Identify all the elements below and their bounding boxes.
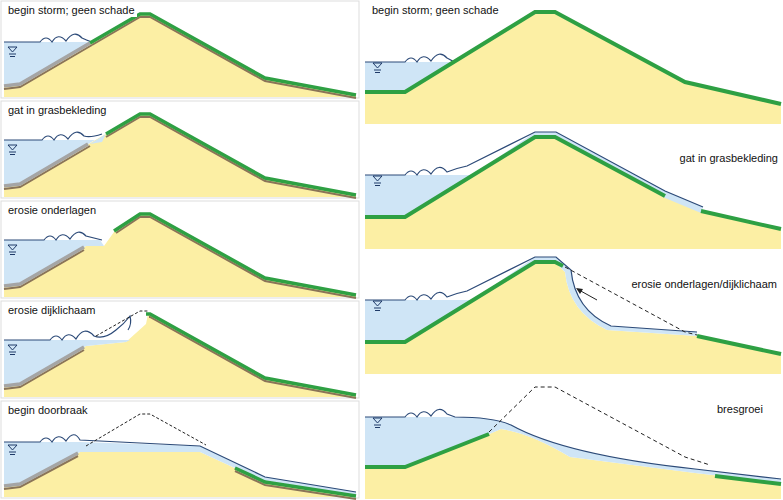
panel-label: begin storm; geen schade (6, 4, 137, 17)
dike-panel (1, 301, 359, 398)
panel-label: erosie onderlagen (6, 204, 98, 217)
dike-panel (1, 201, 359, 298)
panel-label: bresgroei (715, 403, 765, 416)
dike-panel (365, 12, 781, 124)
dike-panel (1, 101, 359, 198)
panel-label: erosie dijklichaam (6, 304, 97, 317)
dike-panel (365, 387, 781, 499)
dike-panel (365, 257, 781, 374)
panel-label: begin doorbraak (6, 404, 90, 417)
panel-label: erosie onderlagen/dijklichaam (629, 278, 779, 291)
dike-panel (1, 1, 359, 98)
dike-panel (1, 401, 359, 499)
panel-label: gat in grasbekleding (678, 152, 780, 165)
panel-label: gat in grasbekleding (6, 104, 108, 117)
dike-panel (365, 132, 781, 249)
panel-label: begin storm; geen schade (370, 4, 501, 17)
